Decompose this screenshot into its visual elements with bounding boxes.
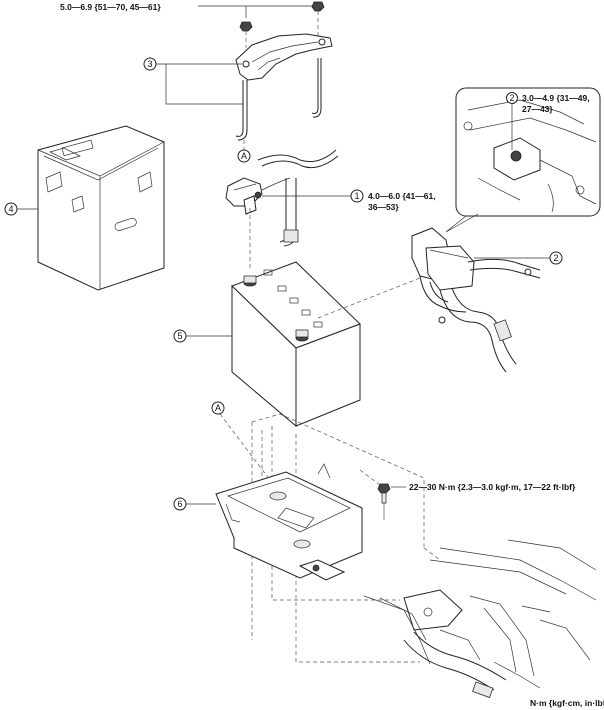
ref-mark-a-top-label: A <box>241 151 247 161</box>
callout-2-num: 2 <box>553 253 558 263</box>
ref-mark-a-bottom-label: A <box>215 403 221 413</box>
tray-bolt <box>377 483 391 504</box>
inset-torque-line1: 3.0—4.9 {31—49, <box>522 93 590 103</box>
battery <box>231 261 361 428</box>
callout-5-num: 5 <box>177 331 182 341</box>
bolt-torque-spec: 22—30 N·m {2.3—3.0 kgf·m, 17—22 ft·lbf} <box>409 482 576 492</box>
battery-tray <box>215 463 363 581</box>
callout-6-num: 6 <box>177 499 182 509</box>
callout-1-num: 1 <box>354 191 359 201</box>
negative-battery-cable <box>225 149 339 247</box>
vehicle-body-frame <box>363 539 597 699</box>
callout-3-leader <box>156 63 243 105</box>
clamp-rod-left <box>235 80 248 141</box>
torque-spec-top: 5.0—6.9 {51—70, 45—61} <box>60 2 161 12</box>
nut-left <box>239 21 253 32</box>
callout-4-num: 4 <box>8 204 13 214</box>
nut-right <box>311 1 325 12</box>
callout-1-torque-line2: 36—53} <box>368 202 399 212</box>
unit-note: N·m {kgf·cm, in·lbf} <box>530 698 604 708</box>
battery-clamp-bracket <box>235 33 333 81</box>
callout-3-num: 3 <box>147 59 152 69</box>
terminal-detail-inset <box>445 87 601 233</box>
battery-cover <box>37 125 165 291</box>
ref-mark-a-bottom <box>211 401 225 415</box>
callout-1-torque-line1: 4.0—6.0 {41—61, <box>368 191 436 201</box>
inset-callout-2-num: 2 <box>509 93 514 103</box>
inset-callout-2 <box>506 92 518 104</box>
positive-battery-cable <box>411 227 541 373</box>
clamp-rod-right <box>311 58 322 118</box>
ref-mark-a-top <box>237 149 251 163</box>
inset-torque-line2: 27—43} <box>522 104 553 114</box>
